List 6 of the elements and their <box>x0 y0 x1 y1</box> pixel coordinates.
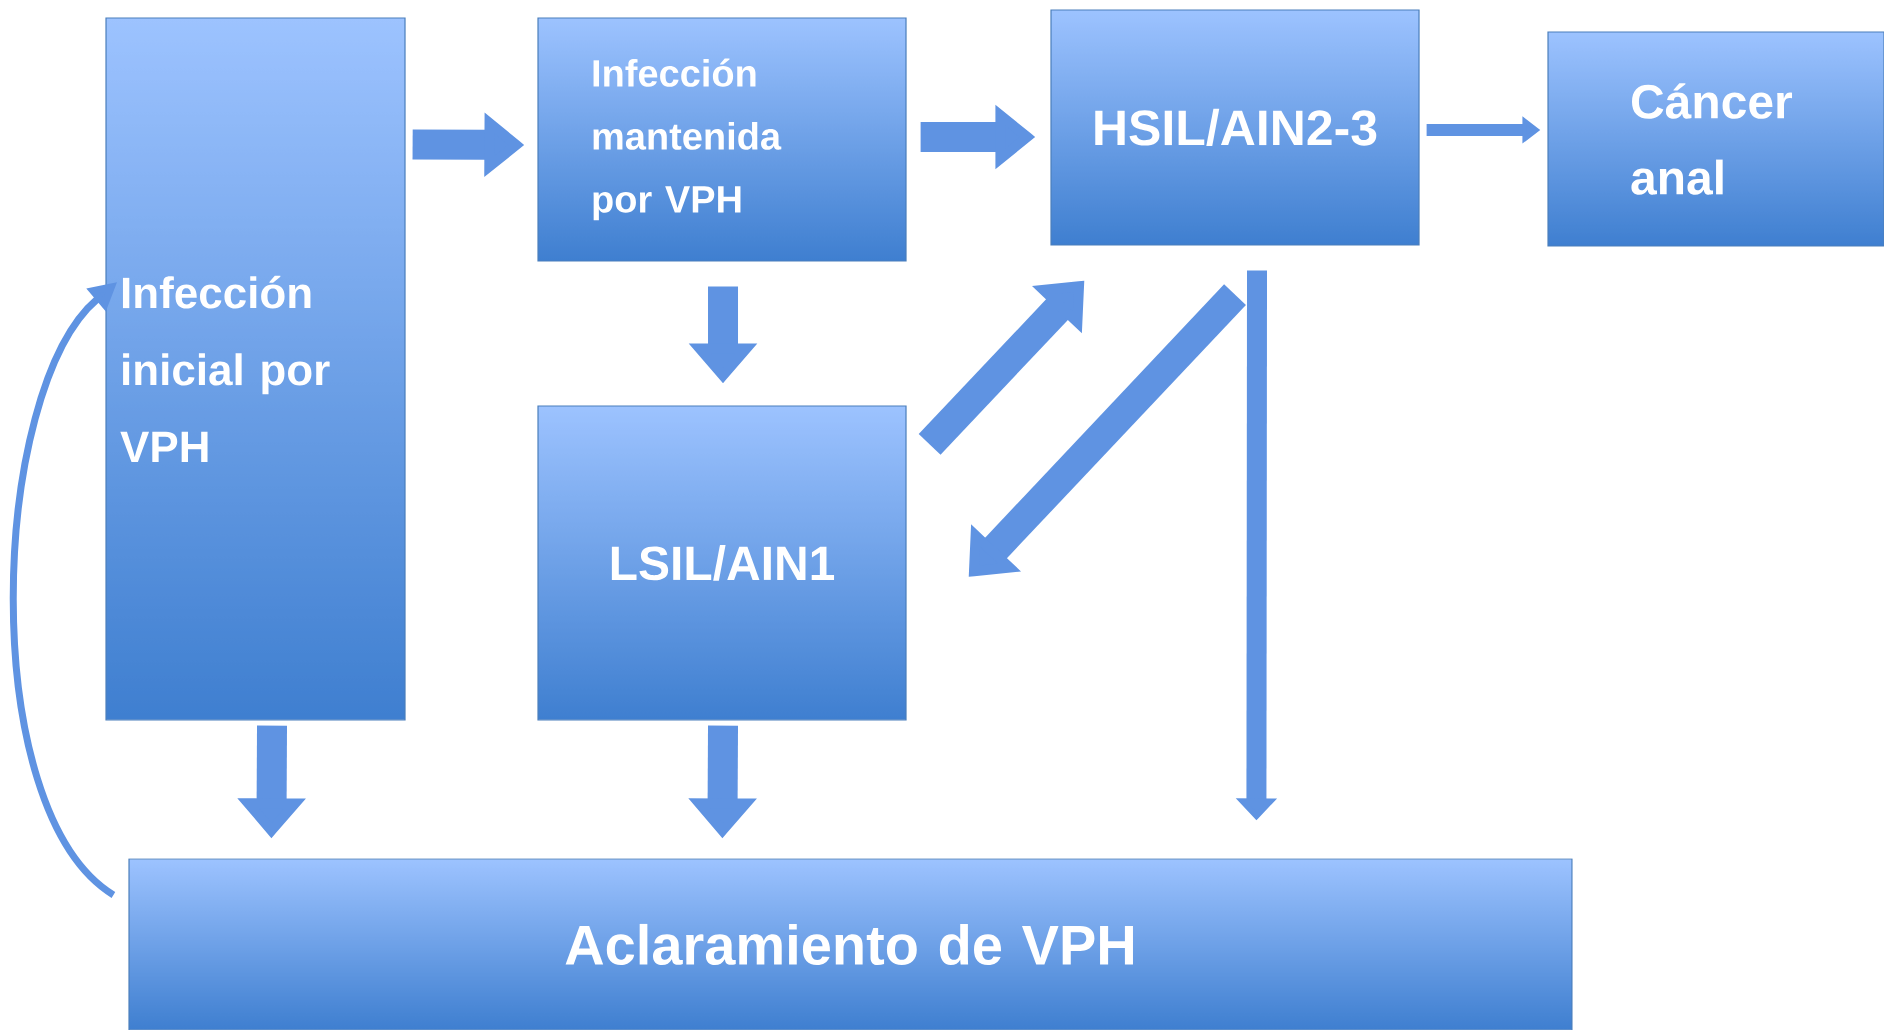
process-box: LSIL/AIN1 <box>537 405 907 721</box>
process-box: Infección inicial por VPH <box>105 17 406 721</box>
process-box: HSIL/AIN2-3 <box>1050 9 1420 246</box>
process-box: Aclaramiento de VPH <box>128 858 1573 1030</box>
process-box: Infección mantenida por VPH <box>537 17 907 262</box>
process-box: Cáncer anal <box>1547 31 1884 247</box>
